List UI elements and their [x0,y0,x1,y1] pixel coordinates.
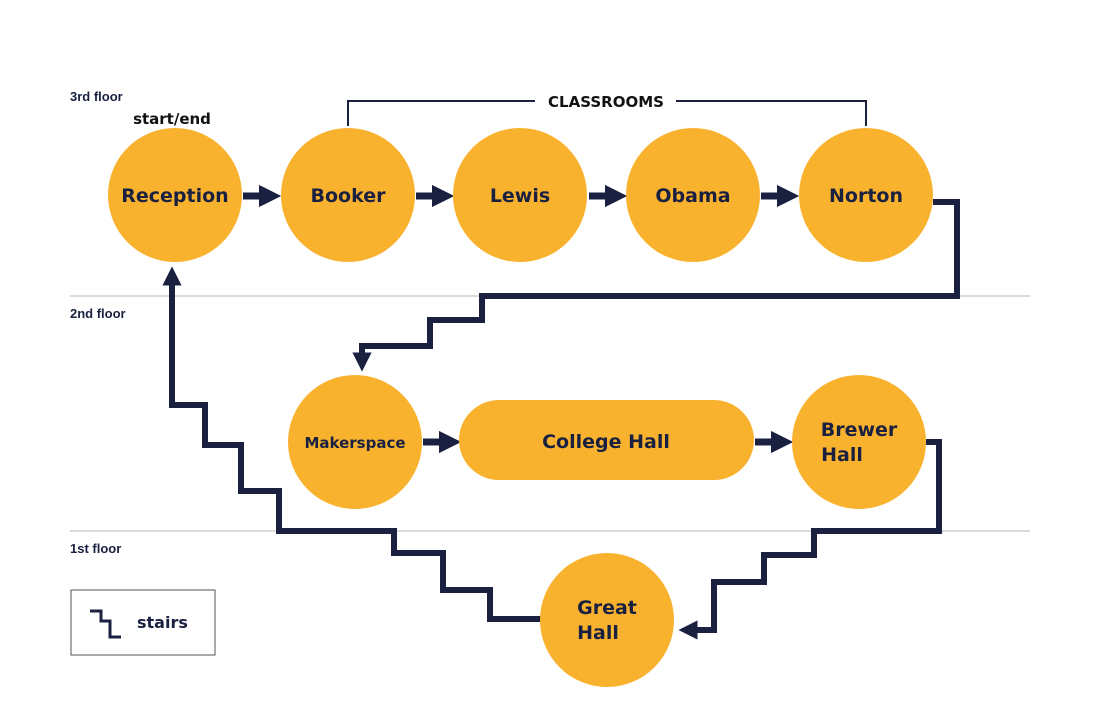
stairs-path-great-hall-reception [162,266,541,622]
legend-stairs-label: stairs [137,613,188,632]
node-reception [108,128,242,262]
node-great-hall [540,553,674,687]
node-brewer-hall-label-line1: Brewer [821,419,898,441]
stairs-path-norton-makerspace [352,199,960,372]
node-brewer-hall [792,375,926,509]
node-great-hall-label-line1: Great [577,597,637,619]
classrooms-bracket [347,100,867,126]
start-end-label: start/end [133,110,211,128]
node-obama-label: Obama [655,185,730,207]
node-college-hall [459,400,754,480]
node-makerspace-label: Makerspace [304,434,405,452]
node-obama [626,128,760,262]
node-brewer-hall-label-line2: Hall [821,444,863,466]
node-makerspace [288,375,422,509]
node-college-hall-label: College Hall [542,431,670,453]
stairs-icon [90,609,121,639]
floor-label-1st: 1st floor [70,541,121,556]
legend-box [70,589,216,656]
classrooms-label: CLASSROOMS [548,93,664,111]
node-reception-label: Reception [121,185,228,207]
floor-label-3rd: 3rd floor [70,89,123,104]
node-great-hall-label-line2: Hall [577,622,619,644]
node-norton [799,128,933,262]
stairs-path-brewer-great-hall [678,439,942,640]
floor-label-2nd: 2nd floor [70,306,126,321]
node-lewis-label: Lewis [490,185,550,207]
node-norton-label: Norton [829,185,903,207]
node-booker-label: Booker [311,185,387,207]
node-booker [281,128,415,262]
node-lewis [453,128,587,262]
